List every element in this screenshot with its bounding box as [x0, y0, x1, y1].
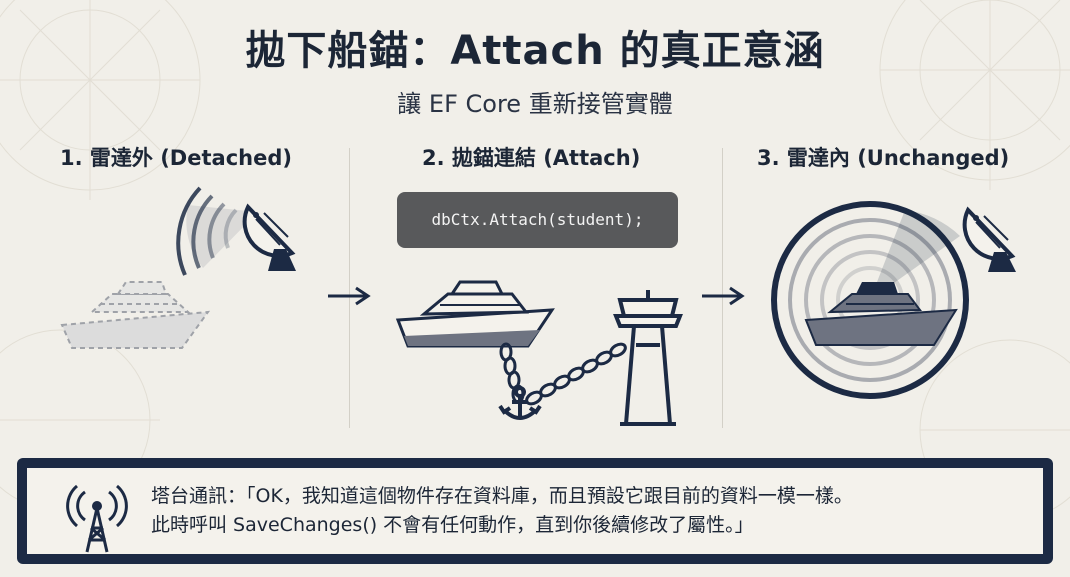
anchor-chain: [499, 342, 627, 406]
control-tower-icon: [613, 290, 683, 426]
radar-beam: [176, 186, 258, 276]
tower-message-panel: 塔台通訊：「OK，我知道這個物件存在資料庫，而且預設它跟目前的資料一模一樣。 此…: [24, 465, 1046, 557]
step-2-label: 2. 拋錨連結 (Attach): [422, 146, 641, 170]
step-3-label: 3. 雷達內 (Unchanged): [757, 146, 1010, 170]
tower-message-box: 塔台通訊：「OK，我知道這個物件存在資料庫，而且預設它跟目前的資料一模一樣。 此…: [17, 458, 1053, 564]
radar-dish-icon: [242, 203, 296, 271]
tower-message-line-1: 塔台通訊：「OK，我知道這個物件存在資料庫，而且預設它跟目前的資料一模一樣。: [151, 485, 853, 507]
arrow-right-icon: [702, 286, 745, 306]
page-subtitle: 讓 EF Core 重新接管實體: [397, 90, 673, 118]
radio-tower-icon: [66, 484, 128, 553]
boat-icon: [804, 282, 958, 346]
column-divider: [722, 148, 723, 428]
tower-message-line-2: 此時呼叫 SaveChanges() 不會有任何動作，直到你後續修改了屬性。」: [151, 514, 754, 536]
anchor-icon: [498, 386, 542, 420]
boat-icon: [395, 280, 555, 348]
step-1-label: 1. 雷達外 (Detached): [60, 146, 292, 170]
radar-dish-icon: [962, 206, 1016, 272]
column-divider: [349, 148, 350, 428]
tower-message-text: 塔台通訊：「OK，我知道這個物件存在資料庫，而且預設它跟目前的資料一模一樣。 此…: [151, 482, 1031, 540]
code-snippet: dbCtx.Attach(student);: [397, 192, 678, 248]
page-title: 拋下船錨：Attach 的真正意涵: [245, 28, 825, 74]
arrow-right-icon: [328, 286, 371, 306]
boat-icon: [60, 281, 211, 349]
